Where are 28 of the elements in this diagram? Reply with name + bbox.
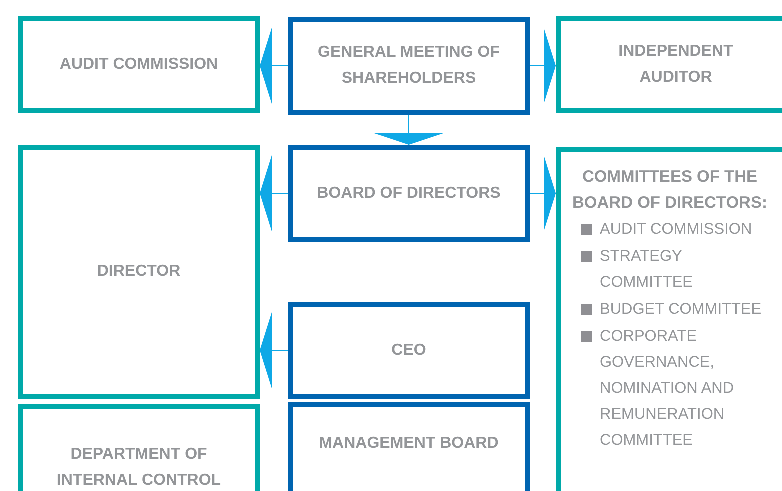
- box-title: GENERAL MEETING OF SHAREHOLDERS: [317, 43, 501, 89]
- org-box: [288, 402, 530, 491]
- arrow: [260, 312, 288, 388]
- box-title: INDEPENDENT AUDITOR: [618, 42, 734, 88]
- box-title: COMMITTEES OF THE BOARD OF DIRECTORS:: [572, 167, 768, 214]
- list-item: CORPORATE GOVERNANCE, NOMINATION AND REMUNERATION COMMITTEE: [600, 327, 736, 451]
- org-box: [556, 16, 782, 113]
- org-box: [288, 145, 530, 242]
- box-title: DIRECTOR: [97, 262, 181, 282]
- arrow: [260, 28, 288, 104]
- org-box: [288, 17, 530, 115]
- org-box: [18, 16, 260, 113]
- arrow: [530, 28, 556, 104]
- box-title: MANAGEMENT BOARD: [319, 434, 499, 454]
- org-box: [288, 302, 530, 399]
- box-title: DEPARTMENT OF INTERNAL CONTROL: [56, 445, 222, 491]
- org-box: [18, 404, 260, 491]
- arrow: [373, 114, 445, 146]
- list-item: BUDGET COMMITTEE: [600, 300, 762, 320]
- arrow: [530, 156, 556, 232]
- box-title: AUDIT COMMISSION: [60, 54, 218, 74]
- org-box: [18, 145, 260, 399]
- box-title: BOARD OF DIRECTORS: [317, 184, 501, 204]
- list-item: STRATEGY COMMITTEE: [600, 247, 694, 293]
- committee-list-box: [556, 147, 782, 491]
- box-title: CEO: [392, 340, 426, 360]
- list-item: AUDIT COMMISSION: [600, 220, 752, 240]
- arrow: [260, 156, 288, 232]
